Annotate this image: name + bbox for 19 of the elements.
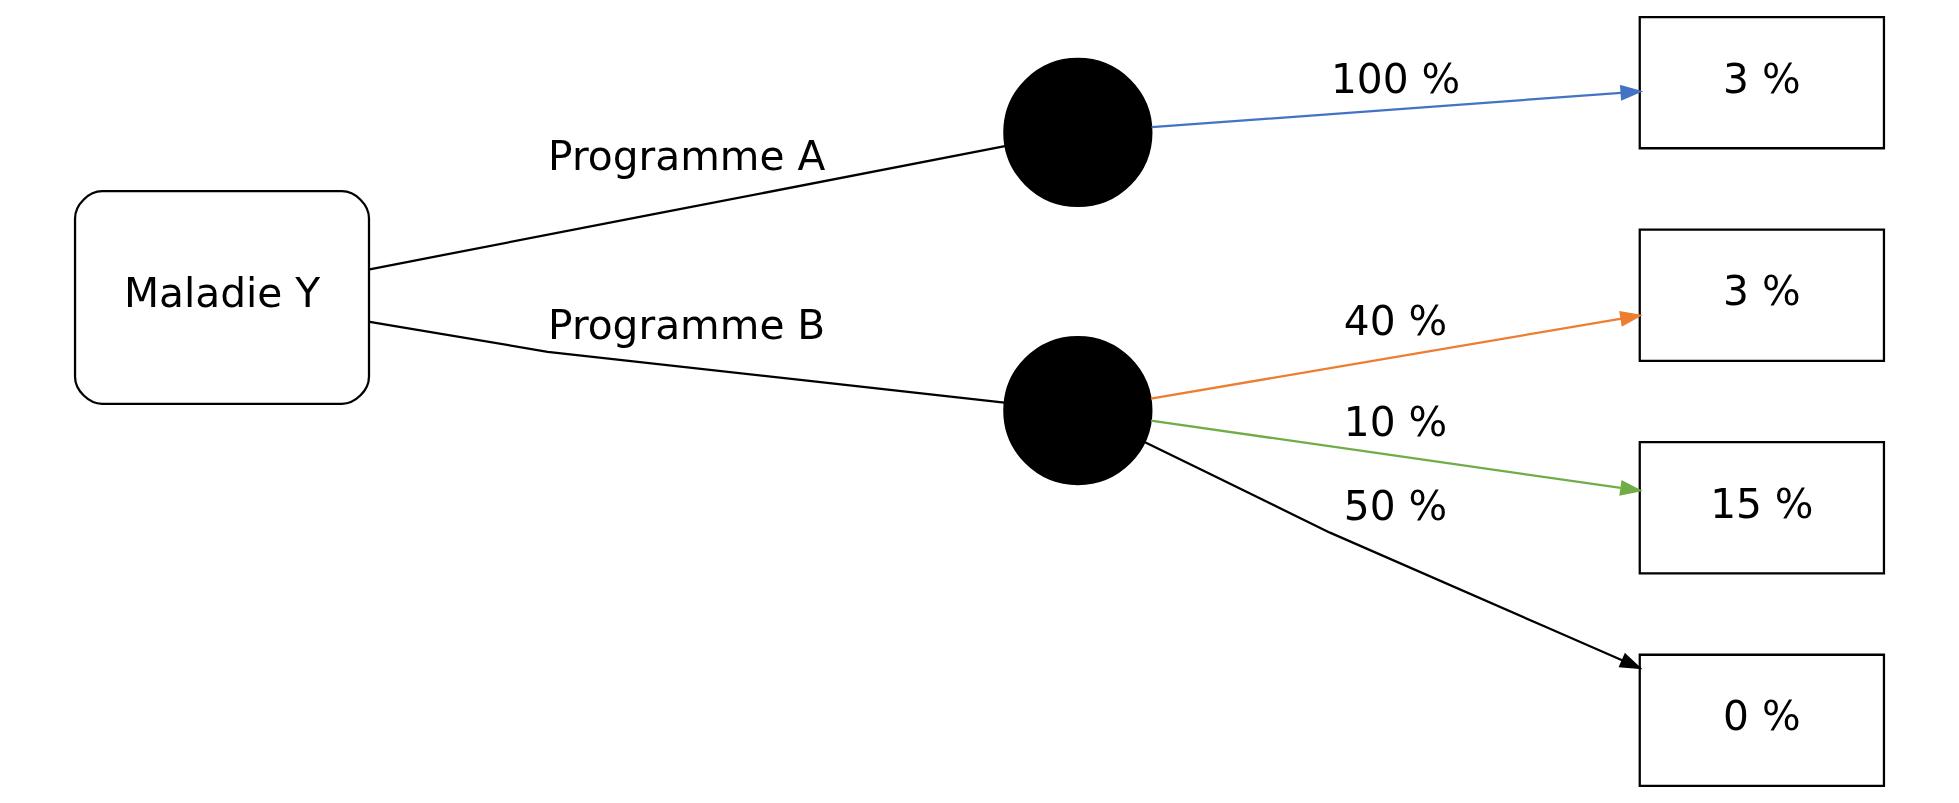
edge-label: 10 % xyxy=(1343,398,1448,447)
node-box: 3 % xyxy=(1638,16,1886,150)
arrow xyxy=(1150,311,1643,400)
node-box: 15 % xyxy=(1638,441,1886,575)
node-box: 0 % xyxy=(1638,653,1886,787)
node-box: 3 % xyxy=(1638,228,1886,362)
edge-label: 50 % xyxy=(1343,481,1448,530)
connector xyxy=(369,145,1006,271)
edge-label: 40 % xyxy=(1343,296,1448,345)
node-circle xyxy=(1003,57,1153,208)
edge-label: 100 % xyxy=(1330,54,1461,103)
edge-label: Programme A xyxy=(548,131,826,180)
arrow xyxy=(1151,84,1644,129)
arrow xyxy=(1143,441,1643,670)
edge-label: Programme B xyxy=(548,301,826,350)
node-circle xyxy=(1003,335,1153,486)
connector xyxy=(369,320,1005,404)
arrow xyxy=(1150,419,1643,496)
node-box: Maladie Y xyxy=(73,190,371,405)
